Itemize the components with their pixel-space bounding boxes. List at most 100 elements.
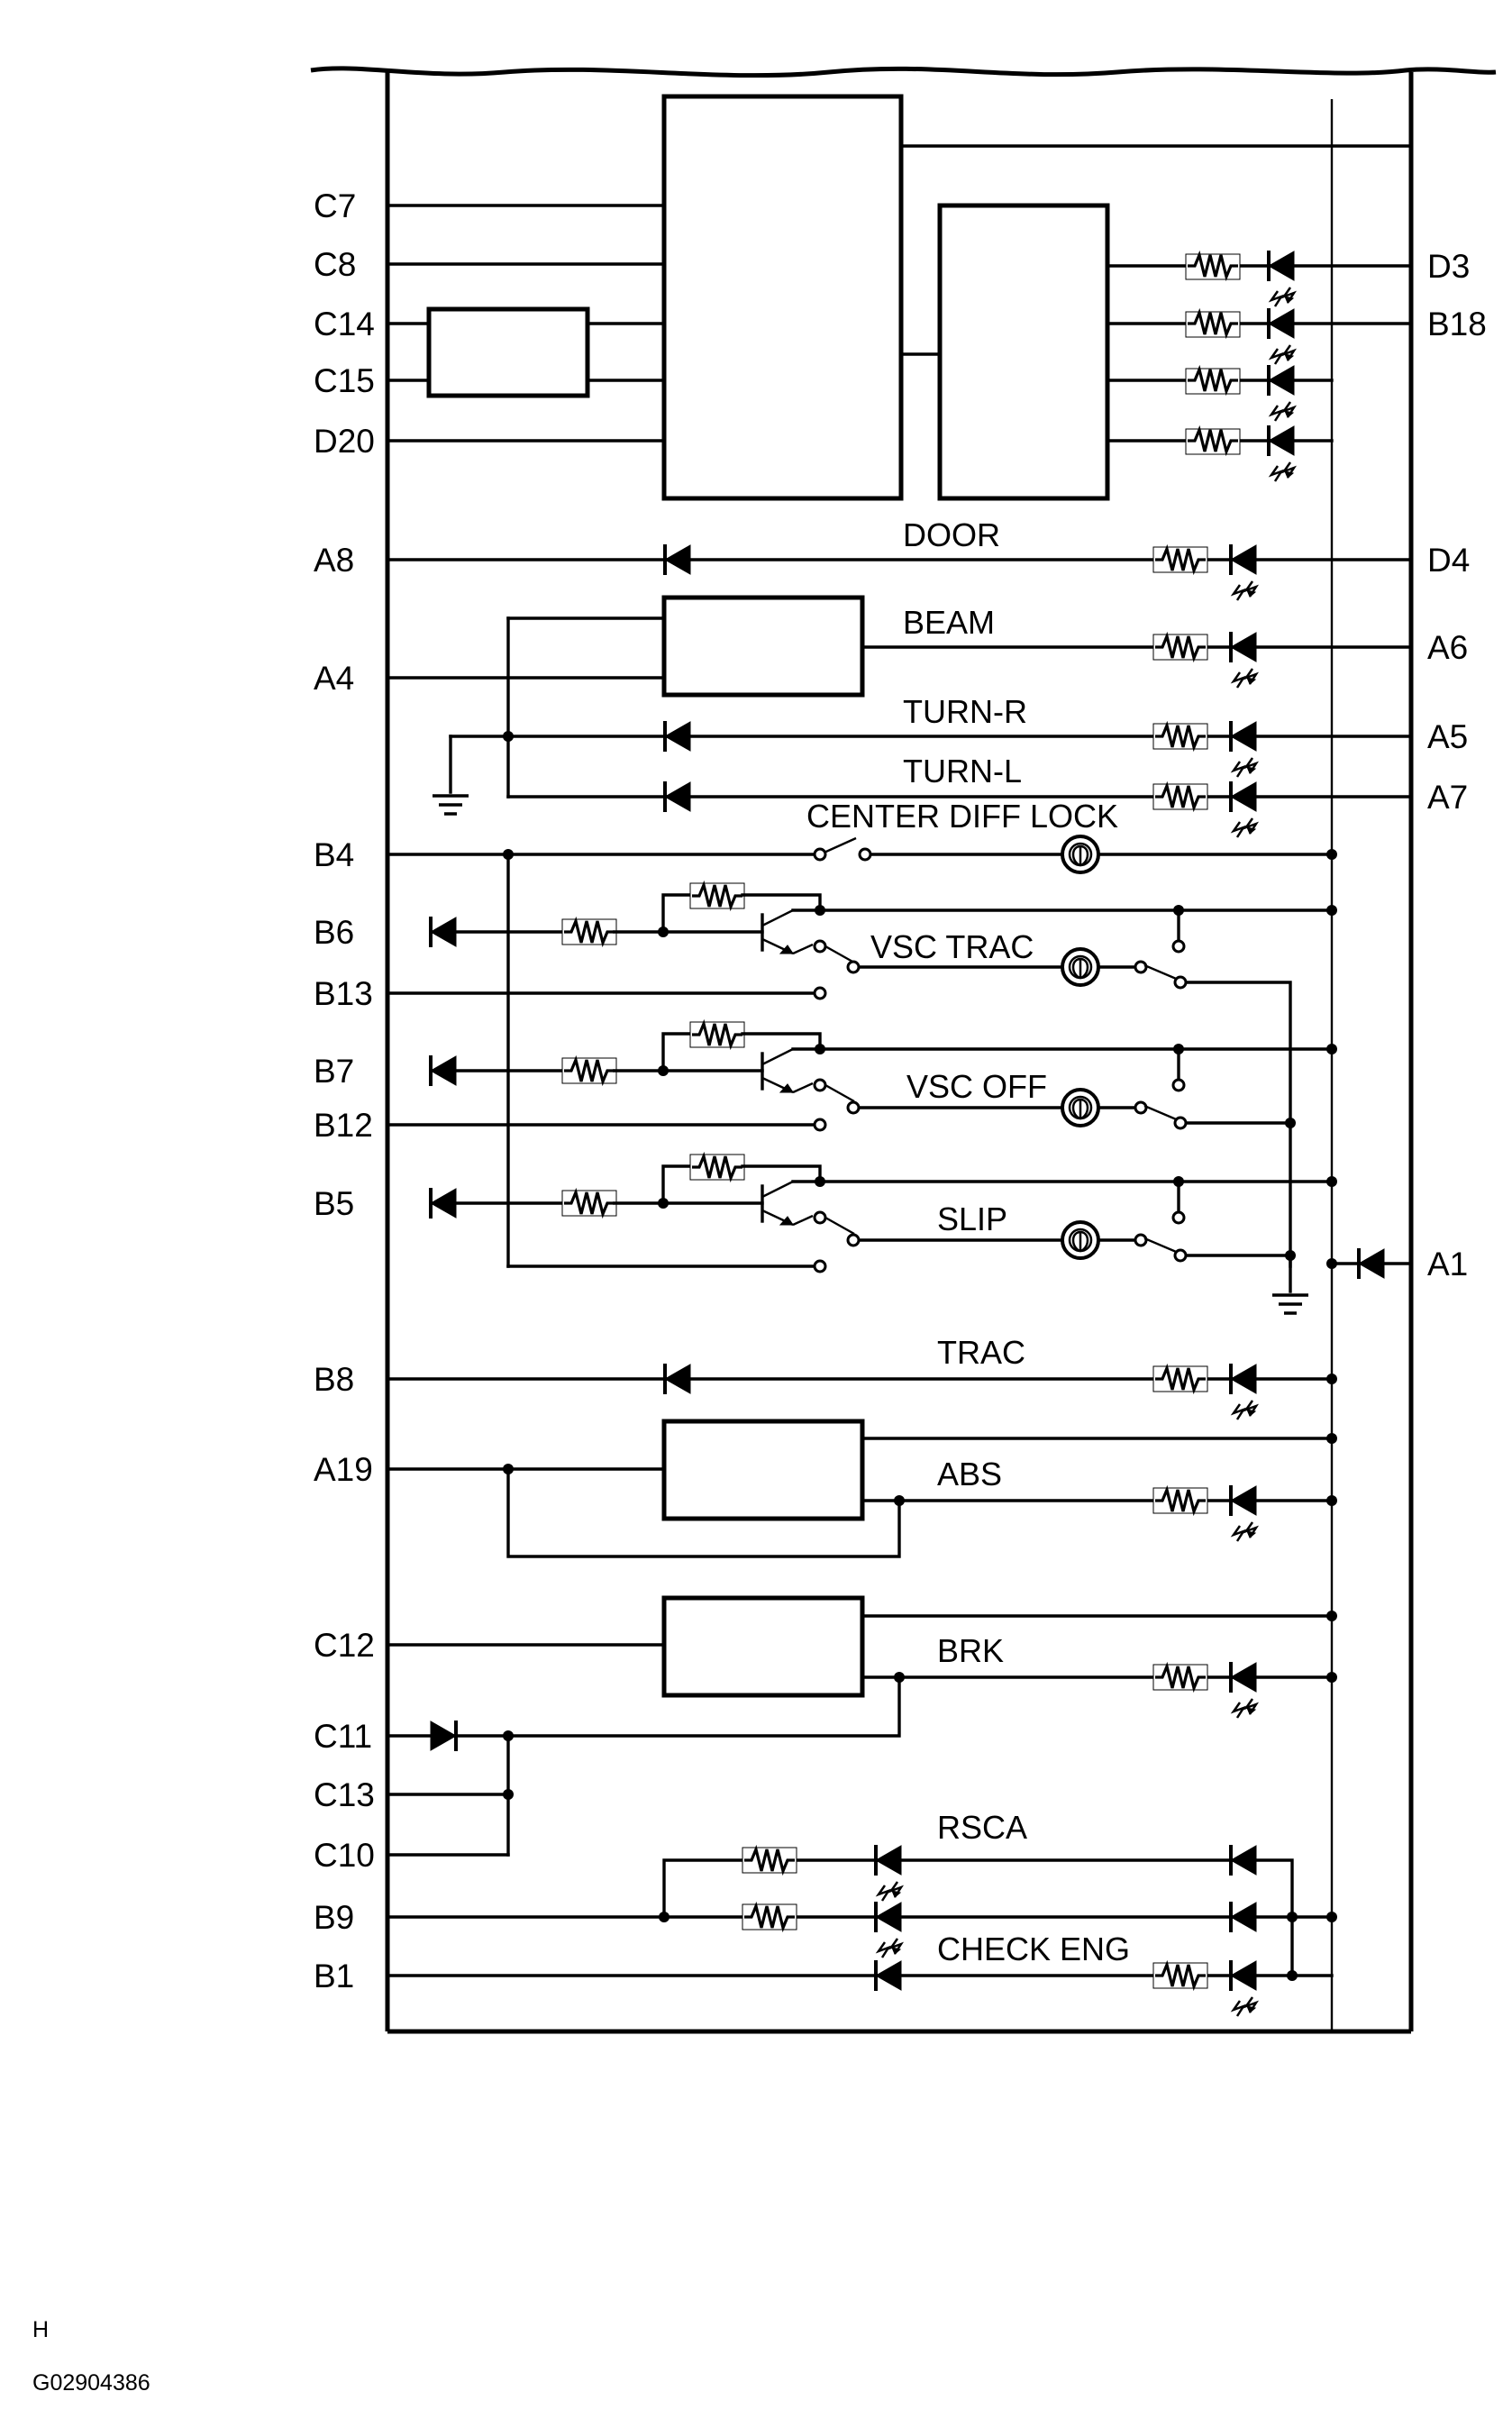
led-icon bbox=[1267, 306, 1296, 366]
label-trac: TRAC bbox=[937, 1334, 1025, 1371]
diode-icon bbox=[663, 719, 692, 753]
vsc-trac-circuit bbox=[387, 882, 1337, 1268]
pin-b8: B8 bbox=[314, 1361, 354, 1398]
label-rsca: RSCA bbox=[937, 1809, 1027, 1846]
switch-icon bbox=[813, 1259, 827, 1273]
switch-icon bbox=[1173, 975, 1188, 990]
pin-a7: A7 bbox=[1427, 779, 1468, 816]
switch-icon bbox=[1171, 1078, 1186, 1092]
switch-icon bbox=[846, 960, 861, 974]
center-diff-lock-circuit bbox=[387, 835, 1337, 1268]
pin-b4: B4 bbox=[314, 836, 354, 873]
led-icon bbox=[1267, 363, 1296, 423]
diode-icon bbox=[1229, 1843, 1258, 1877]
slip-circuit bbox=[429, 1154, 1337, 1315]
pin-c12: C12 bbox=[314, 1627, 375, 1664]
switch-icon bbox=[1173, 1116, 1188, 1130]
pin-d20: D20 bbox=[314, 423, 375, 460]
diode-icon bbox=[663, 1362, 692, 1396]
diode-icon bbox=[1229, 1900, 1258, 1934]
pin-a5: A5 bbox=[1427, 718, 1468, 755]
led-icon bbox=[1229, 543, 1258, 602]
pin-b12: B12 bbox=[314, 1107, 373, 1144]
bulb-icon bbox=[1061, 835, 1100, 874]
diode-icon bbox=[429, 1719, 458, 1753]
brake-indicator-circuit bbox=[387, 1595, 1337, 1857]
indicator-labels: DOOR BEAM TURN-R TURN-L CENTER DIFF LOCK… bbox=[806, 516, 1130, 1967]
led-icon bbox=[1229, 630, 1258, 689]
pin-c15: C15 bbox=[314, 362, 375, 399]
led-icon bbox=[1229, 1483, 1258, 1543]
ground-icon bbox=[431, 794, 470, 816]
left-connector-pins: C7 C8 C14 C15 D20 A8 A4 B4 B6 B13 B7 B12… bbox=[314, 187, 375, 1994]
gauge-led-rows bbox=[1106, 249, 1413, 483]
led-icon bbox=[1229, 1958, 1258, 2018]
pin-a19: A19 bbox=[314, 1451, 373, 1488]
pin-c7: C7 bbox=[314, 187, 356, 224]
right-connector-pins: D3 B18 D4 A6 A5 A7 A1 bbox=[1427, 248, 1487, 1282]
figure-id: G02904386 bbox=[32, 2370, 150, 2396]
ground-icon bbox=[1271, 1293, 1310, 1315]
vsc-off-circuit bbox=[387, 1021, 1337, 1132]
abs-indicator-circuit bbox=[387, 1419, 1337, 1558]
led-icon bbox=[874, 1900, 903, 1959]
led-icon bbox=[1267, 424, 1296, 483]
pin-c13: C13 bbox=[314, 1776, 375, 1813]
switch-icon bbox=[813, 1118, 827, 1132]
led-icon bbox=[1229, 780, 1258, 839]
led-icon bbox=[1267, 249, 1296, 308]
switch-icon bbox=[813, 847, 827, 862]
pin-a1: A1 bbox=[1427, 1246, 1468, 1282]
label-slip: SLIP bbox=[937, 1200, 1007, 1237]
switch-icon bbox=[1134, 1233, 1148, 1247]
turn-indicator-circuits bbox=[431, 616, 1413, 839]
led-icon bbox=[1229, 719, 1258, 779]
pin-a6: A6 bbox=[1427, 629, 1468, 666]
pin-b18: B18 bbox=[1427, 306, 1487, 342]
pin-c8: C8 bbox=[314, 246, 356, 283]
switch-icon bbox=[858, 847, 872, 862]
led-icon bbox=[1229, 1660, 1258, 1720]
label-vsc-trac: VSC TRAC bbox=[870, 928, 1034, 965]
diode-icon bbox=[663, 780, 692, 814]
switch-icon bbox=[1134, 1100, 1148, 1115]
diode-icon bbox=[1357, 1246, 1386, 1281]
led-icon bbox=[1229, 1362, 1258, 1421]
label-brk: BRK bbox=[937, 1632, 1004, 1669]
bulb-icon bbox=[1061, 1220, 1100, 1260]
beam-indicator-circuit bbox=[387, 595, 1413, 698]
label-turn-r: TURN-R bbox=[903, 693, 1027, 730]
pin-b7: B7 bbox=[314, 1053, 354, 1090]
switch-icon bbox=[813, 1210, 827, 1225]
switch-icon bbox=[1134, 960, 1148, 974]
pin-c11: C11 bbox=[314, 1718, 372, 1755]
pin-b5: B5 bbox=[314, 1185, 354, 1222]
switch-icon bbox=[1171, 939, 1186, 954]
label-vsc-off: VSC OFF bbox=[906, 1068, 1047, 1105]
label-turn-l: TURN-L bbox=[903, 753, 1022, 790]
meter-frame bbox=[310, 66, 1497, 2034]
pin-d4: D4 bbox=[1427, 542, 1470, 579]
label-center-diff-lock: CENTER DIFF LOCK bbox=[806, 798, 1118, 835]
bulb-icon bbox=[1061, 947, 1100, 987]
transistor-icon bbox=[761, 908, 794, 955]
label-beam: BEAM bbox=[903, 604, 995, 641]
led-icon bbox=[874, 1843, 903, 1903]
trac-indicator-circuit bbox=[387, 1362, 1337, 1421]
transistor-icon bbox=[761, 1180, 794, 1227]
pin-b6: B6 bbox=[314, 914, 354, 951]
bulb-icon bbox=[1061, 1088, 1100, 1127]
a1-power-feed bbox=[1326, 1246, 1413, 1281]
label-check-eng: CHECK ENG bbox=[937, 1931, 1130, 1967]
rsca-check-eng-circuit bbox=[387, 1843, 1337, 2018]
diode-icon bbox=[663, 543, 692, 577]
transistor-icon bbox=[761, 1047, 794, 1094]
footer-code: H bbox=[32, 2317, 49, 2342]
pin-d3: D3 bbox=[1427, 248, 1470, 285]
switch-icon bbox=[813, 1078, 827, 1092]
pin-a4: A4 bbox=[314, 660, 354, 697]
pin-b13: B13 bbox=[314, 975, 373, 1012]
door-indicator-circuit bbox=[387, 543, 1413, 602]
diode-icon bbox=[874, 1958, 903, 1993]
